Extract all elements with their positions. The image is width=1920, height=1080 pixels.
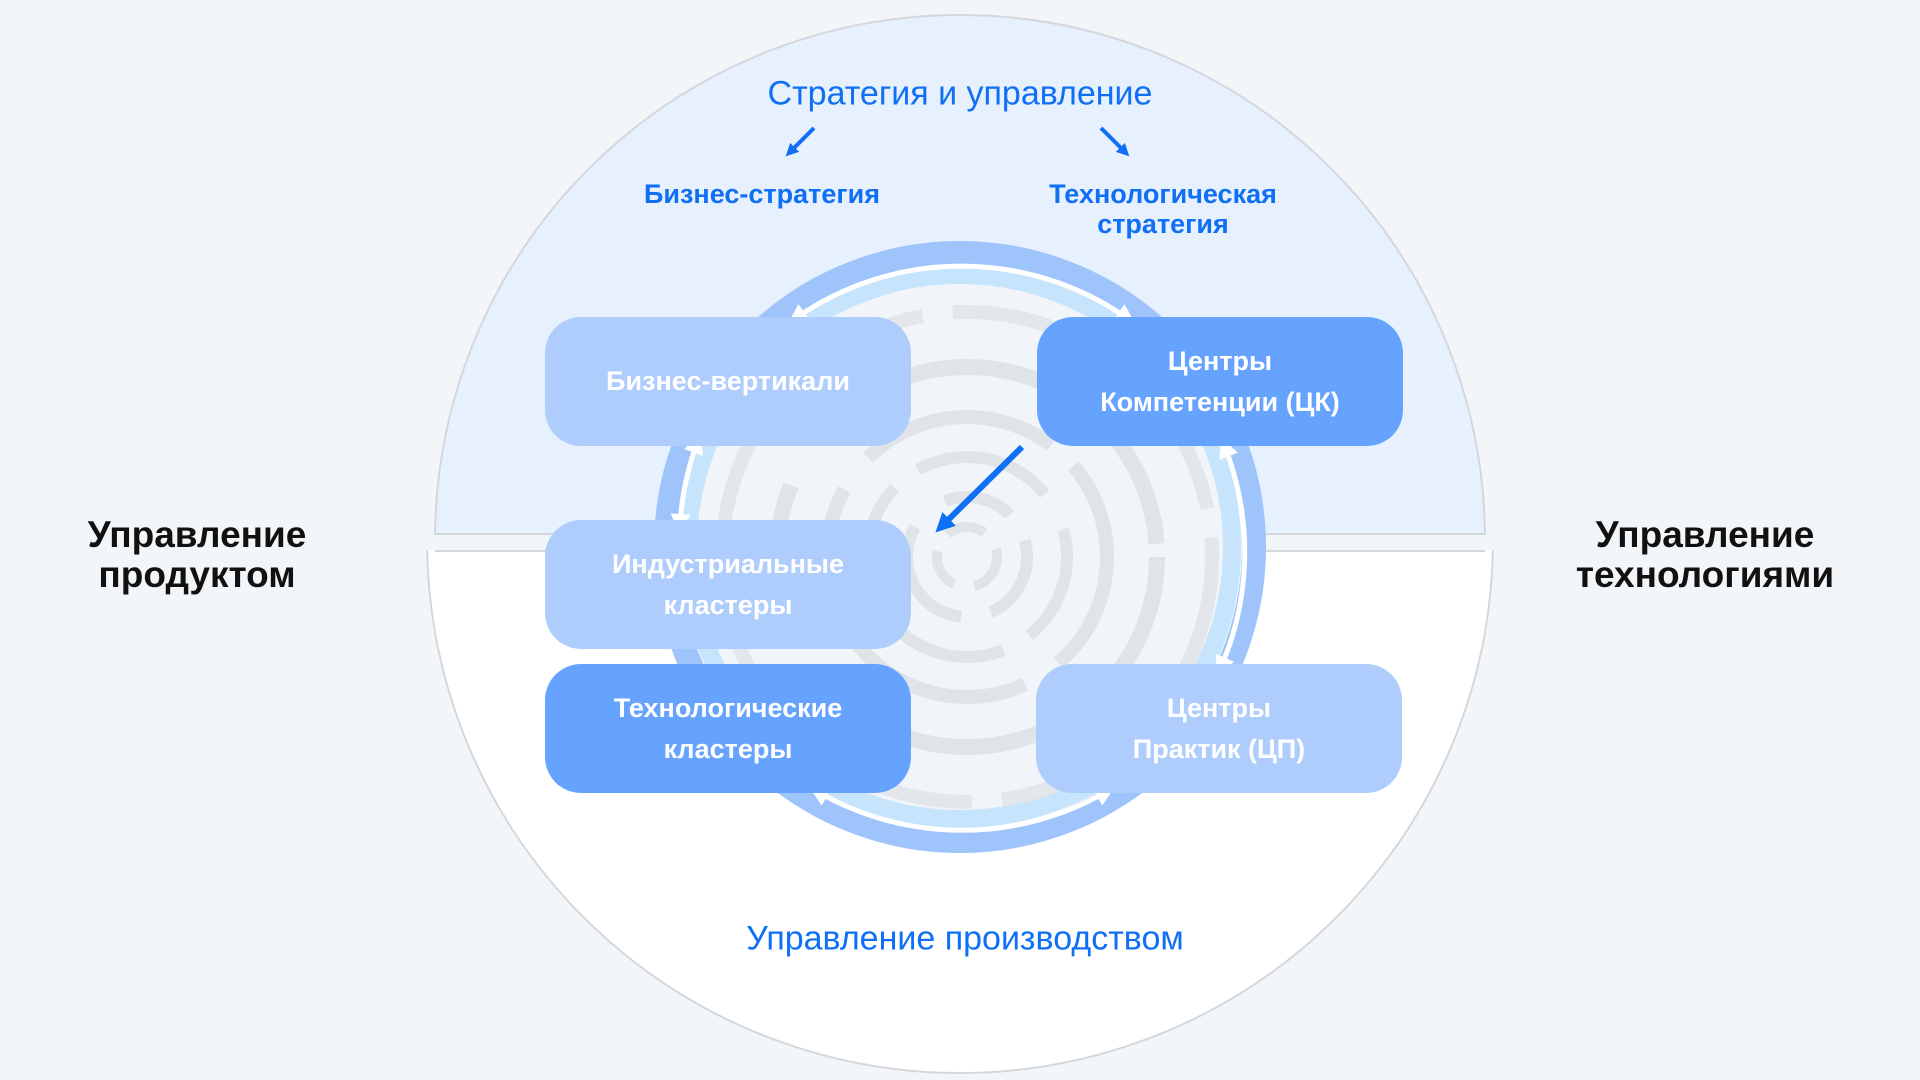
product-management-label: Управление продуктом: [88, 515, 307, 595]
box-label-line2: Компетенции (ЦК): [1100, 386, 1340, 417]
business-strategy-label: Бизнес-стратегия: [644, 178, 880, 209]
box-industry-clusters: Индустриальные кластеры: [545, 520, 911, 649]
strategy-title: Стратегия и управление: [767, 74, 1153, 113]
product-label-line2: продуктом: [98, 554, 296, 595]
tech-label-line1: Управление: [1595, 514, 1815, 556]
tech-strategy-line1: Технологическая: [1049, 178, 1277, 209]
arrow-right: [1215, 437, 1248, 677]
tech-strategy-line2: стратегия: [1097, 209, 1229, 239]
arrow-to-tech-strategy-icon: [1099, 126, 1130, 157]
arrow-bottom: [809, 787, 1115, 833]
arrow-to-business-strategy-icon: [785, 126, 816, 157]
box-label-line1: Центры: [1167, 346, 1273, 376]
arrow-top: [787, 263, 1136, 324]
box-label-line2: Практик (ЦП): [1132, 733, 1306, 764]
center-arrow-icon: [935, 444, 1025, 533]
production-management-title: Управление производством: [746, 919, 1184, 958]
tech-label-line2: технологиями: [1575, 554, 1835, 595]
box-label-line1: Технологические: [613, 693, 843, 723]
technology-management-label: Управление технологиями: [1576, 515, 1834, 595]
arrow-left: [670, 433, 703, 534]
tech-strategy-label: Технологическая стратегия: [1049, 179, 1277, 239]
box-label-line1: Индустриальные: [611, 549, 844, 579]
box-label-line2: кластеры: [663, 733, 793, 764]
box-label-line2: кластеры: [663, 589, 793, 620]
box-business-verticals: Бизнес-вертикали: [545, 317, 911, 446]
product-label-line1: Управление: [87, 514, 307, 556]
cycle-arrows: [670, 263, 1248, 833]
box-technology-clusters: Технологические кластеры: [545, 664, 911, 793]
box-label: Бизнес-вертикали: [606, 366, 850, 397]
box-label-line1: Центры: [1166, 693, 1272, 723]
